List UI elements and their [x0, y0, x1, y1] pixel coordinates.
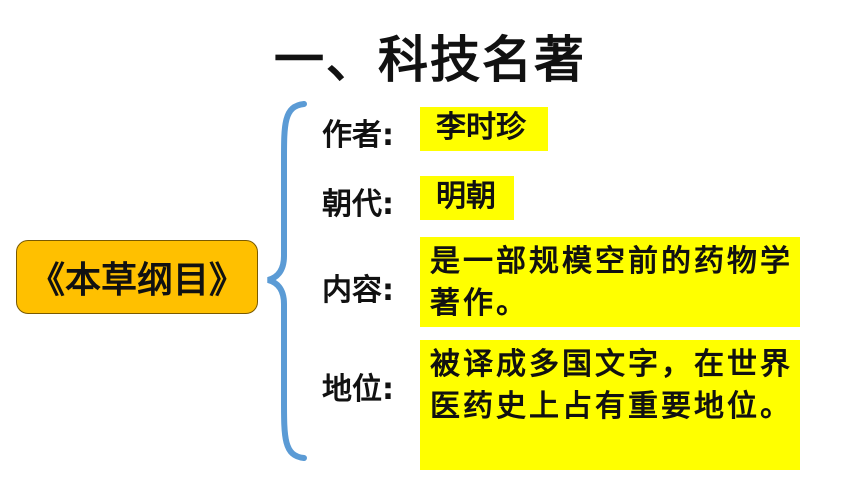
book-title-box: 《本草纲目》	[16, 240, 258, 314]
book-title: 《本草纲目》	[28, 260, 245, 301]
author-value: 李时珍	[420, 107, 548, 151]
curly-brace	[267, 101, 307, 461]
content-label: 内容:	[322, 273, 394, 308]
status-value: 被译成多国文字，在世界医药史上占有重要地位。	[420, 340, 800, 470]
status-label: 地位:	[322, 372, 394, 407]
page-title: 一、科技名著	[274, 31, 586, 89]
content-value: 是一部规模空前的药物学著作。	[420, 237, 800, 327]
dynasty-label: 朝代:	[322, 187, 394, 222]
dynasty-value: 明朝	[420, 176, 514, 220]
author-label: 作者:	[322, 118, 394, 153]
